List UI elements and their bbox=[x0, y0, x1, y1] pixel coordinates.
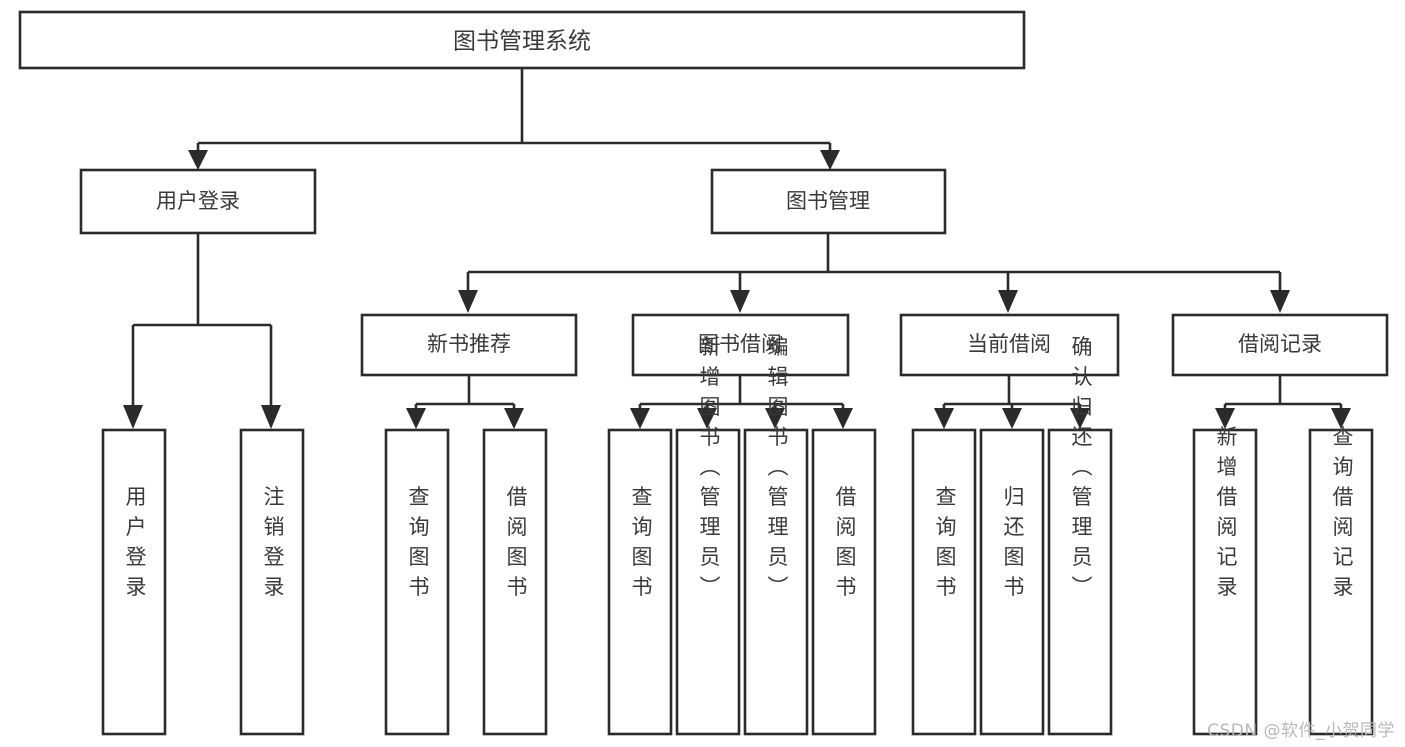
node-book-borrow[interactable]: 图书借阅 bbox=[631, 313, 850, 377]
arrow-head-leaf-bb-2 bbox=[697, 408, 717, 429]
arrow-head-leaf-cb-2 bbox=[1002, 408, 1022, 429]
book-borrow-label: 图书借阅 bbox=[698, 332, 782, 356]
current-borrow-label: 当前借阅 bbox=[967, 332, 1051, 356]
leaf-node-borrowrecord-add[interactable]: 新增借阅记录 bbox=[1192, 425, 1258, 736]
node-new-book-recommend[interactable]: 新书推荐 bbox=[360, 313, 578, 377]
root-box bbox=[18, 10, 1026, 70]
leaf-node-newbook-query[interactable]: 查询图书 bbox=[384, 428, 450, 736]
arrow-head-leaf-newbook-1 bbox=[406, 408, 426, 429]
arrow-head-leaf-bb-3 bbox=[765, 408, 785, 429]
arrow-head-leaf-user-login-2 bbox=[261, 405, 281, 429]
borrow-record-label: 借阅记录 bbox=[1238, 332, 1322, 356]
connector-root-to-level2 bbox=[188, 68, 840, 170]
arrow-head-borrow-record bbox=[1270, 290, 1290, 313]
leaf-box bbox=[911, 428, 977, 736]
arrow-head-leaf-br-2 bbox=[1331, 408, 1351, 429]
connector-borrow-record-to-leaves bbox=[1215, 375, 1351, 429]
leaf-label: 注销登录 bbox=[261, 485, 285, 605]
arrow-head-leaf-user-login-1 bbox=[123, 405, 143, 429]
leaf-node-currentborrow-confirm[interactable]: 确认归还（管理员） bbox=[1047, 335, 1113, 736]
leaf-label: 借阅图书 bbox=[833, 485, 857, 605]
node-book-management[interactable]: 图书管理 bbox=[710, 168, 947, 235]
leaf-label: 确认归还（管理员） bbox=[1069, 335, 1093, 605]
leaf-box bbox=[1192, 428, 1258, 736]
node-root[interactable]: 图书管理系统 bbox=[18, 10, 1026, 70]
book-management-label: 图书管理 bbox=[786, 189, 870, 213]
leaf-node-user-login-login[interactable]: 用户登录 bbox=[101, 428, 167, 736]
leaf-label: 用户登录 bbox=[123, 485, 147, 605]
leaf-box bbox=[239, 428, 305, 736]
arrow-head-leaf-bb-4 bbox=[833, 408, 853, 429]
new-book-recommend-label: 新书推荐 bbox=[427, 332, 511, 356]
leaf-node-borrowrecord-query[interactable]: 查询借阅记录 bbox=[1308, 425, 1374, 736]
arrow-head-leaf-br-1 bbox=[1215, 408, 1235, 429]
leaf-box bbox=[384, 428, 450, 736]
connector-current-borrow-to-leaves bbox=[934, 375, 1090, 429]
leaf-label: 借阅图书 bbox=[504, 485, 528, 605]
user-login-label: 用户登录 bbox=[156, 189, 240, 213]
connector-new-book-to-leaves bbox=[406, 375, 524, 429]
leaf-node-currentborrow-return[interactable]: 归还图书 bbox=[979, 428, 1045, 736]
arrow-head-current-borrow bbox=[998, 290, 1018, 313]
arrow-head-new-book bbox=[458, 290, 478, 313]
leaf-node-bookborrow-edit[interactable]: 编辑图书（管理员） bbox=[743, 335, 809, 736]
connector-book-borrow-to-leaves bbox=[630, 375, 853, 429]
leaf-node-bookborrow-add[interactable]: 新增图书（管理员） bbox=[675, 335, 741, 736]
leaf-box bbox=[607, 428, 673, 736]
leaf-box bbox=[101, 428, 167, 736]
leaf-label: 查询图书 bbox=[406, 485, 430, 605]
leaf-node-bookborrow-query[interactable]: 查询图书 bbox=[607, 428, 673, 736]
connector-user-login-to-leaves bbox=[123, 233, 281, 429]
leaf-node-bookborrow-borrow[interactable]: 借阅图书 bbox=[811, 428, 877, 736]
leaf-label: 查询图书 bbox=[629, 485, 653, 605]
borrow-record-box bbox=[1171, 313, 1389, 377]
book-management-box bbox=[710, 168, 947, 235]
leaf-label: 归还图书 bbox=[1001, 485, 1025, 605]
leaf-box bbox=[1047, 428, 1113, 736]
leaf-label: 新增借阅记录 bbox=[1214, 425, 1238, 605]
leaf-node-currentborrow-query[interactable]: 查询图书 bbox=[911, 428, 977, 736]
leaf-node-newbook-borrow[interactable]: 借阅图书 bbox=[482, 428, 548, 736]
leaf-box bbox=[811, 428, 877, 736]
leaf-label: 查询借阅记录 bbox=[1330, 425, 1354, 605]
leaf-box bbox=[979, 428, 1045, 736]
leaf-box bbox=[675, 428, 741, 736]
leaf-box bbox=[1308, 428, 1374, 736]
arrow-head-leaf-cb-3 bbox=[1070, 408, 1090, 429]
leaf-box bbox=[482, 428, 548, 736]
arrow-head-book-mgmt bbox=[820, 150, 840, 170]
leaf-box bbox=[743, 428, 809, 736]
node-borrow-record[interactable]: 借阅记录 bbox=[1171, 313, 1389, 377]
leaf-label: 新增图书（管理员） bbox=[697, 335, 721, 605]
leaf-label: 查询图书 bbox=[933, 485, 957, 605]
arrow-head-book-borrow bbox=[730, 290, 750, 313]
node-current-borrow[interactable]: 当前借阅 bbox=[899, 313, 1120, 377]
arrow-head-user-login bbox=[188, 150, 208, 170]
arrow-head-leaf-cb-1 bbox=[934, 408, 954, 429]
leaf-node-user-login-logout[interactable]: 注销登录 bbox=[239, 428, 305, 736]
current-borrow-box bbox=[899, 313, 1120, 377]
arrow-head-leaf-bb-1 bbox=[630, 408, 650, 429]
connector-book-mgmt-to-level3 bbox=[458, 233, 1290, 313]
node-user-login[interactable]: 用户登录 bbox=[79, 168, 317, 235]
root-label: 图书管理系统 bbox=[453, 29, 591, 55]
leaf-label: 编辑图书（管理员） bbox=[765, 335, 789, 605]
arrow-head-leaf-newbook-2 bbox=[504, 408, 524, 429]
book-borrow-box bbox=[631, 313, 850, 377]
new-book-recommend-box bbox=[360, 313, 578, 377]
